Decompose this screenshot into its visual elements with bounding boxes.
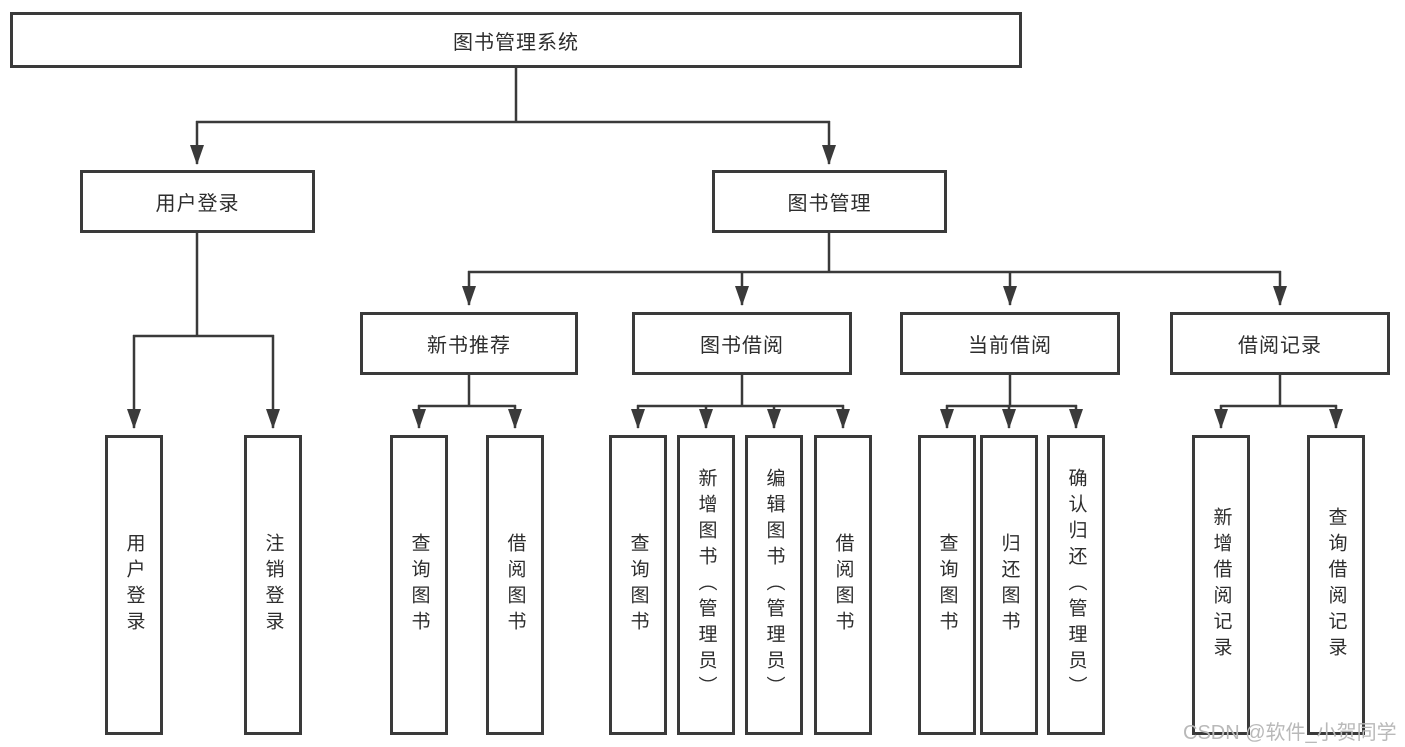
node-library-system: 图书管理系统: [10, 12, 1022, 68]
leaf-borrow-books-recommend: 借阅图书: [486, 435, 544, 735]
leaf-query-books-borrow: 查询图书: [609, 435, 667, 735]
node-book-management: 图书管理: [712, 170, 947, 233]
leaf-logout-login: 注销登录: [244, 435, 302, 735]
node-book-borrow: 图书借阅: [632, 312, 852, 375]
leaf-add-borrow-record: 新增借阅记录: [1192, 435, 1250, 735]
leaf-add-book-admin: 新增图书（管理员）: [677, 435, 735, 735]
node-borrow-records: 借阅记录: [1170, 312, 1390, 375]
leaf-return-books: 归还图书: [980, 435, 1038, 735]
node-current-borrow: 当前借阅: [900, 312, 1120, 375]
node-user-login: 用户登录: [80, 170, 315, 233]
leaf-confirm-return-admin: 确认归还（管理员）: [1047, 435, 1105, 735]
node-new-book-recommend: 新书推荐: [360, 312, 578, 375]
leaf-query-books-current: 查询图书: [918, 435, 976, 735]
leaf-query-borrow-record: 查询借阅记录: [1307, 435, 1365, 735]
leaf-borrow-books: 借阅图书: [814, 435, 872, 735]
leaf-query-books-recommend: 查询图书: [390, 435, 448, 735]
csdn-watermark: CSDN @软件_小贺同学: [1183, 722, 1397, 744]
leaf-edit-book-admin: 编辑图书（管理员）: [745, 435, 803, 735]
leaf-user-login: 用户登录: [105, 435, 163, 735]
